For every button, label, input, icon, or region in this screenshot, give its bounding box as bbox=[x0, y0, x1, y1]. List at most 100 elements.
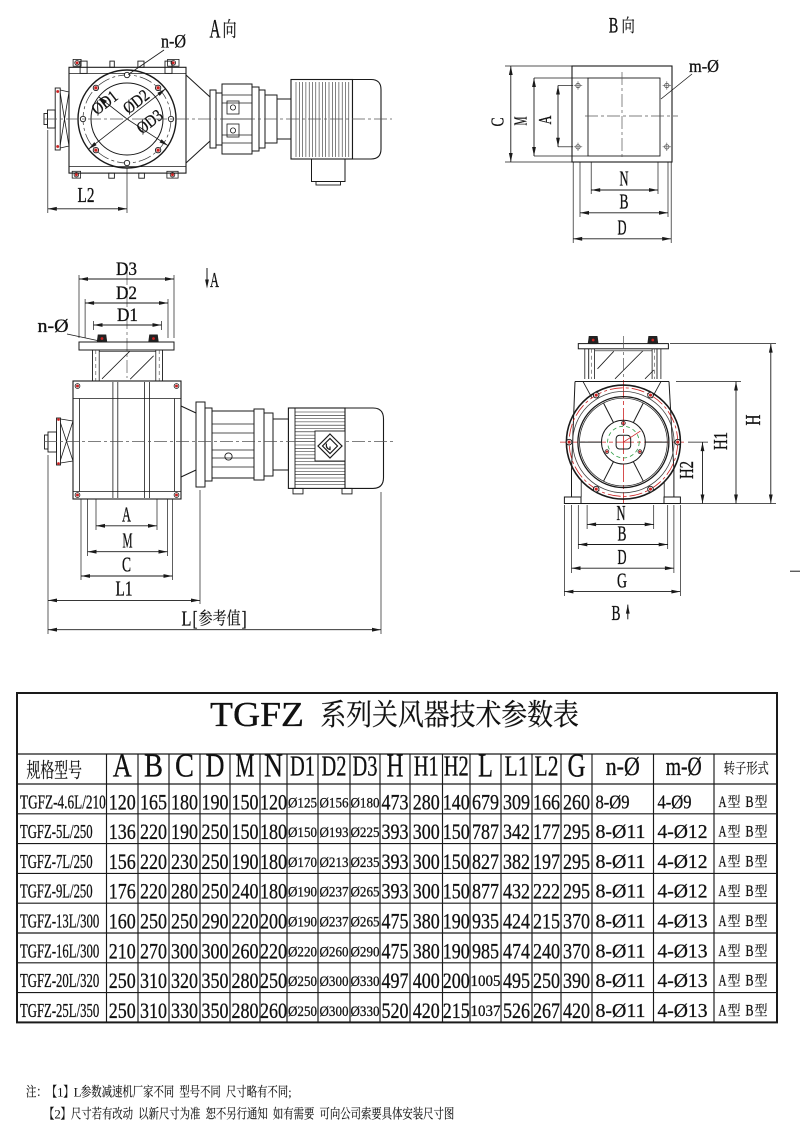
svg-text:393: 393 bbox=[382, 879, 409, 904]
svg-text:310: 310 bbox=[140, 998, 167, 1023]
svg-text:260: 260 bbox=[563, 789, 590, 814]
svg-text:150: 150 bbox=[443, 819, 470, 844]
svg-text:TGFZ-4.6L/210: TGFZ-4.6L/210 bbox=[20, 791, 106, 813]
svg-text:300: 300 bbox=[171, 938, 198, 963]
svg-text:197: 197 bbox=[533, 849, 560, 874]
svg-text:220: 220 bbox=[140, 879, 167, 904]
svg-text:TGFZ: TGFZ bbox=[210, 695, 304, 734]
svg-text:C: C bbox=[122, 553, 131, 577]
svg-text:TGFZ-13L/300: TGFZ-13L/300 bbox=[20, 911, 99, 933]
svg-text:Ø220: Ø220 bbox=[288, 944, 317, 960]
svg-text:190: 190 bbox=[232, 849, 259, 874]
svg-text:Ø265: Ø265 bbox=[351, 885, 380, 901]
svg-text:[: [ bbox=[193, 607, 198, 631]
svg-text:295: 295 bbox=[563, 819, 590, 844]
svg-text:220: 220 bbox=[260, 938, 287, 963]
svg-text:250: 250 bbox=[171, 909, 198, 934]
svg-text:4-Ø12: 4-Ø12 bbox=[658, 821, 708, 843]
svg-text:B: B bbox=[144, 748, 163, 785]
svg-text:A: A bbox=[719, 1002, 727, 1019]
svg-text:1: 1 bbox=[57, 1086, 63, 1100]
svg-text:190: 190 bbox=[171, 819, 198, 844]
svg-text:140: 140 bbox=[443, 789, 470, 814]
svg-text:TGFZ-9L/250: TGFZ-9L/250 bbox=[20, 881, 93, 903]
svg-text:120: 120 bbox=[109, 789, 136, 814]
svg-text:C: C bbox=[175, 748, 194, 785]
svg-text:300: 300 bbox=[413, 849, 440, 874]
svg-text:270: 270 bbox=[140, 938, 167, 963]
svg-text:222: 222 bbox=[533, 879, 560, 904]
svg-text:180: 180 bbox=[171, 789, 198, 814]
svg-text:120: 120 bbox=[260, 789, 287, 814]
svg-text:180: 180 bbox=[260, 819, 287, 844]
svg-text:495: 495 bbox=[503, 968, 530, 993]
svg-text:H: H bbox=[741, 415, 765, 426]
svg-text:300: 300 bbox=[202, 938, 229, 963]
svg-text:200: 200 bbox=[443, 968, 470, 993]
svg-text:300: 300 bbox=[413, 819, 440, 844]
svg-text:B: B bbox=[612, 601, 621, 625]
svg-text:8-Ø11: 8-Ø11 bbox=[596, 881, 646, 903]
svg-text:8-Ø11: 8-Ø11 bbox=[596, 970, 646, 992]
svg-text:474: 474 bbox=[503, 938, 530, 963]
svg-text:D: D bbox=[618, 545, 627, 569]
svg-text:A: A bbox=[210, 268, 219, 292]
svg-text:260: 260 bbox=[260, 998, 287, 1023]
svg-text:M: M bbox=[236, 748, 255, 785]
svg-text:Ø190: Ø190 bbox=[288, 885, 317, 901]
svg-text:1037: 1037 bbox=[471, 1003, 501, 1020]
svg-text:B: B bbox=[746, 883, 754, 900]
svg-text:200: 200 bbox=[260, 909, 287, 934]
svg-text:393: 393 bbox=[382, 819, 409, 844]
svg-text:215: 215 bbox=[533, 909, 560, 934]
svg-text:370: 370 bbox=[563, 938, 590, 963]
svg-text:190: 190 bbox=[202, 789, 229, 814]
svg-text:827: 827 bbox=[472, 849, 499, 874]
svg-text:L: L bbox=[182, 607, 192, 631]
svg-text:Ø300: Ø300 bbox=[320, 974, 349, 990]
svg-text:679: 679 bbox=[472, 789, 499, 814]
svg-text:Ø250: Ø250 bbox=[288, 974, 317, 990]
svg-text:877: 877 bbox=[472, 879, 499, 904]
svg-text:B: B bbox=[746, 794, 754, 811]
svg-text:330: 330 bbox=[171, 998, 198, 1023]
svg-text:A: A bbox=[719, 883, 727, 900]
svg-text:8-Ø11: 8-Ø11 bbox=[596, 821, 646, 843]
svg-text:N: N bbox=[620, 167, 629, 191]
svg-text:B: B bbox=[746, 973, 754, 990]
svg-text:D2: D2 bbox=[322, 751, 347, 783]
svg-text:4-Ø12: 4-Ø12 bbox=[658, 881, 708, 903]
svg-text:M: M bbox=[123, 529, 133, 553]
svg-text:Ø190: Ø190 bbox=[288, 915, 317, 931]
svg-text:TGFZ-7L/250: TGFZ-7L/250 bbox=[20, 851, 93, 873]
svg-text:4-Ø13: 4-Ø13 bbox=[658, 1000, 708, 1022]
svg-text:424: 424 bbox=[503, 909, 530, 934]
svg-text:8-Ø11: 8-Ø11 bbox=[596, 851, 646, 873]
svg-text:250: 250 bbox=[202, 819, 229, 844]
svg-text:420: 420 bbox=[413, 998, 440, 1023]
svg-text:136: 136 bbox=[109, 819, 136, 844]
svg-text:250: 250 bbox=[109, 968, 136, 993]
svg-text:382: 382 bbox=[503, 849, 530, 874]
svg-text:N: N bbox=[264, 748, 283, 785]
svg-text:Ø300: Ø300 bbox=[320, 1004, 349, 1020]
svg-text:TGFZ-20L/320: TGFZ-20L/320 bbox=[20, 970, 99, 992]
svg-text:220: 220 bbox=[140, 819, 167, 844]
svg-text:176: 176 bbox=[109, 879, 136, 904]
svg-text:H1: H1 bbox=[414, 751, 439, 783]
svg-text:L1: L1 bbox=[116, 577, 133, 601]
svg-text:177: 177 bbox=[533, 819, 560, 844]
svg-text:Ø237: Ø237 bbox=[320, 915, 349, 931]
svg-text:295: 295 bbox=[563, 879, 590, 904]
svg-text:A: A bbox=[122, 503, 131, 527]
svg-text:300: 300 bbox=[413, 879, 440, 904]
svg-text:250: 250 bbox=[202, 879, 229, 904]
svg-text:267: 267 bbox=[533, 998, 560, 1023]
svg-text:G: G bbox=[568, 748, 586, 785]
svg-text:160: 160 bbox=[109, 909, 136, 934]
svg-text:L1: L1 bbox=[505, 751, 529, 783]
svg-text:295: 295 bbox=[563, 849, 590, 874]
svg-text:D: D bbox=[206, 748, 225, 785]
svg-text:250: 250 bbox=[140, 909, 167, 934]
svg-text:Ø225: Ø225 bbox=[351, 825, 380, 841]
